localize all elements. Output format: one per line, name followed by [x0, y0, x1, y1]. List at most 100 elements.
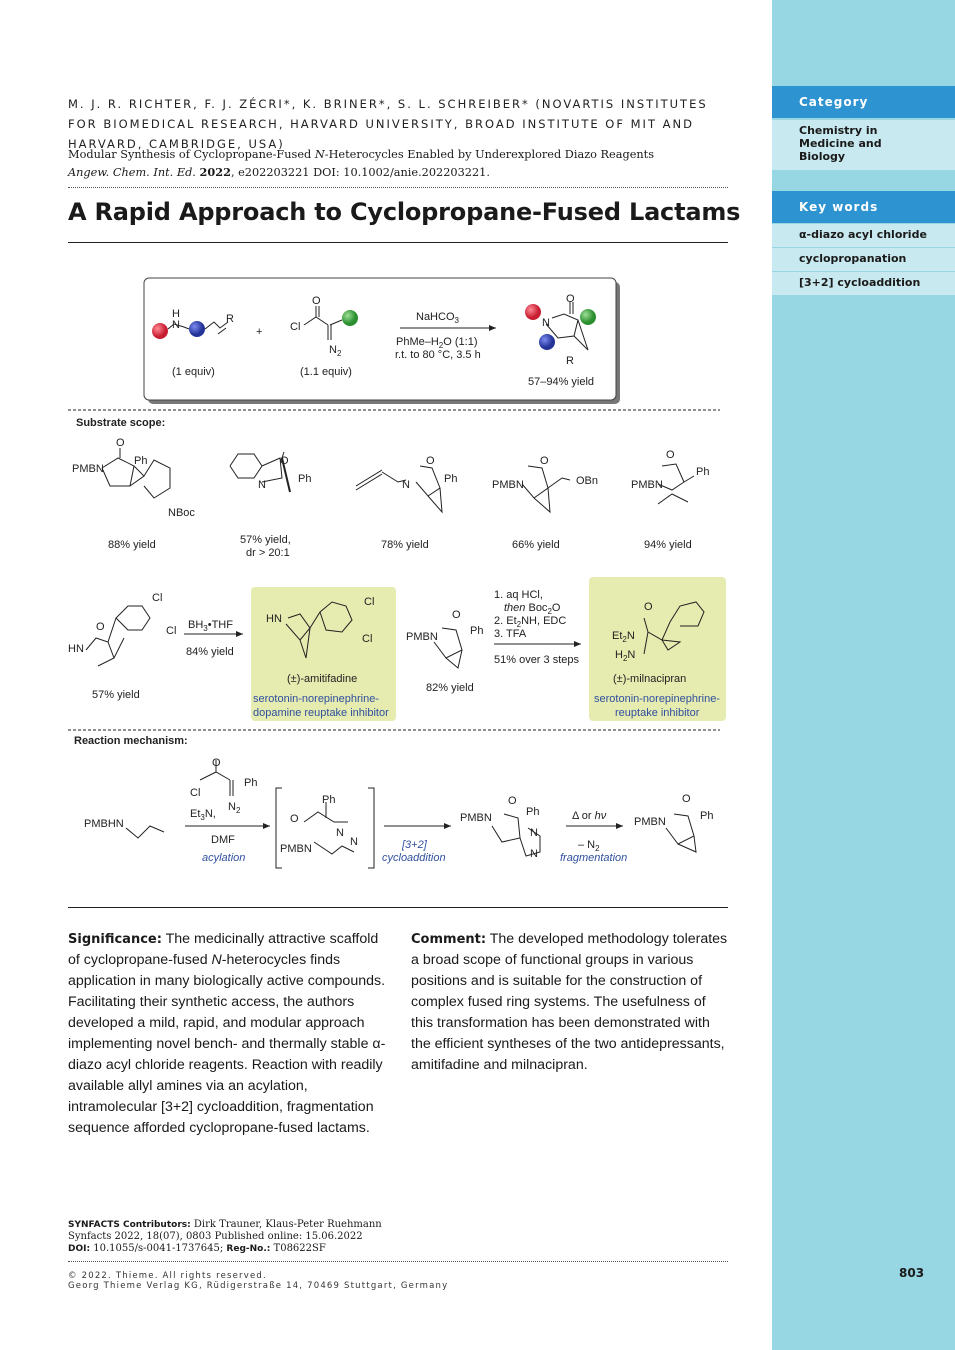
sidebar: Category Chemistry in Medicine and Biolo…: [772, 0, 955, 1350]
keyword-item: α-diazo acyl chloride: [772, 224, 955, 247]
blue-substituent-sphere: [189, 321, 205, 337]
divider: [68, 907, 728, 908]
svg-text:82% yield: 82% yield: [426, 682, 474, 694]
amitifadine-highlight: [251, 587, 396, 721]
product-3-structure: [355, 465, 443, 514]
substrate-scope-heading: Substrate scope:: [76, 417, 165, 429]
category-heading: Category: [772, 86, 955, 118]
svg-text:O: O: [644, 601, 653, 613]
svg-text:N: N: [350, 836, 358, 848]
green-substituent-sphere: [342, 310, 358, 326]
product-1-structure: [101, 448, 171, 499]
svg-text:Ph: Ph: [526, 806, 539, 818]
svg-text:fragmentation: fragmentation: [560, 852, 627, 864]
svg-text:serotonin-norepinephrine-: serotonin-norepinephrine-: [594, 693, 720, 705]
svg-text:N: N: [336, 827, 344, 839]
svg-text:Ph: Ph: [700, 810, 713, 822]
svg-text:[3+2]: [3+2]: [401, 839, 428, 851]
red-substituent-sphere: [525, 304, 541, 320]
milnacipran-name: (±)-milnacipran: [613, 673, 686, 685]
svg-text:HN: HN: [68, 643, 84, 655]
svg-text:Cl: Cl: [362, 633, 372, 645]
svg-text:serotonin-norepinephrine-: serotonin-norepinephrine-: [253, 693, 379, 705]
svg-text:O: O: [666, 449, 675, 461]
svg-text:H2N: H2N: [615, 649, 635, 663]
svg-text:N2: N2: [329, 344, 342, 358]
red-substituent-sphere: [152, 323, 168, 339]
page-title: A Rapid Approach to Cyclopropane-Fused L…: [68, 198, 741, 226]
svg-text:DMF: DMF: [211, 834, 235, 846]
svg-text:O: O: [426, 455, 435, 467]
keyword-item: [3+2] cycloaddition: [772, 272, 955, 295]
svg-text:88% yield: 88% yield: [108, 539, 156, 551]
svg-text:PMBN: PMBN: [492, 479, 524, 491]
intermediate-structure: [303, 802, 355, 855]
blue-substituent-sphere: [539, 334, 555, 350]
milnacipran-structure: [643, 601, 705, 655]
amitifadine-start-structure: [85, 605, 151, 667]
svg-text:57% yield,: 57% yield,: [240, 534, 291, 546]
significance-paragraph: Significance: The medicinally attractive…: [68, 931, 386, 1136]
svg-text:Ph: Ph: [322, 794, 335, 806]
svg-text:dopamine reuptake inhibitor: dopamine reuptake inhibitor: [253, 707, 389, 719]
svg-text:(1.1 equiv): (1.1 equiv): [300, 366, 352, 378]
divider: [68, 187, 728, 188]
svg-text:OBn: OBn: [576, 475, 598, 487]
svg-text:HN: HN: [266, 613, 282, 625]
svg-text:Cl: Cl: [290, 321, 300, 333]
svg-text:H: H: [172, 308, 180, 320]
svg-text:Ph: Ph: [298, 473, 311, 485]
svg-text:PMBHN: PMBHN: [84, 818, 124, 830]
svg-text:94% yield: 94% yield: [644, 539, 692, 551]
svg-text:BH3•THF: BH3•THF: [188, 619, 233, 633]
milnacipran-highlight: [589, 577, 726, 721]
svg-text:R: R: [226, 313, 234, 325]
svg-text:N: N: [530, 827, 538, 839]
svg-text:57–94% yield: 57–94% yield: [528, 376, 594, 388]
svg-text:3. TFA: 3. TFA: [494, 628, 527, 640]
svg-text:Δ or hν: Δ or hν: [572, 810, 607, 822]
keyword-item: cyclopropanation: [772, 248, 955, 271]
svg-text:66% yield: 66% yield: [512, 539, 560, 551]
svg-text:r.t. to 80 °C, 3.5 h: r.t. to 80 °C, 3.5 h: [395, 349, 481, 361]
bracket: [368, 787, 375, 869]
svg-text:Et3N,: Et3N,: [190, 808, 216, 822]
svg-text:Ph: Ph: [244, 777, 257, 789]
svg-text:57% yield: 57% yield: [92, 689, 140, 701]
svg-text:Cl: Cl: [190, 787, 200, 799]
svg-text:R: R: [566, 355, 574, 367]
svg-text:O: O: [96, 621, 105, 633]
svg-text:O: O: [540, 455, 549, 467]
copyright: © 2022. Thieme. All rights reserved. Geo…: [68, 1271, 449, 1291]
divider: [68, 1261, 728, 1262]
svg-text:O: O: [312, 295, 321, 307]
svg-text:PMBN: PMBN: [406, 631, 438, 643]
svg-text:PMBN: PMBN: [634, 816, 666, 828]
svg-text:N: N: [542, 317, 550, 329]
comment-paragraph: Comment: The developed methodology toler…: [411, 931, 728, 1073]
category-value: Chemistry in Medicine and Biology: [772, 120, 955, 170]
svg-text:PMBN: PMBN: [280, 843, 312, 855]
general-reaction-box: [143, 277, 617, 401]
svg-text:O: O: [280, 455, 289, 467]
svg-text:PhMe–H2O (1:1): PhMe–H2O (1:1): [396, 336, 477, 350]
svg-text:PMBN: PMBN: [460, 812, 492, 824]
svg-text:N: N: [402, 479, 410, 491]
reference-citation: Angew. Chem. Int. Ed. 2022, e202203221 D…: [68, 165, 490, 179]
lactam-product-structure: [665, 813, 697, 853]
bracket: [275, 787, 282, 869]
svg-text:Et2N: Et2N: [612, 630, 635, 644]
svg-text:NBoc: NBoc: [168, 507, 195, 519]
svg-text:N: N: [172, 319, 180, 331]
svg-text:Ph: Ph: [470, 625, 483, 637]
svg-text:O: O: [508, 795, 517, 807]
mechanism-heading: Reaction mechanism:: [74, 735, 188, 747]
reaction-scheme: H N R + Cl O N2 NaHCO3 PhMe–H2O (1:1) r.…: [68, 277, 726, 869]
svg-text:(1 equiv): (1 equiv): [172, 366, 215, 378]
scheme-labels: H N R + Cl O N2 NaHCO3 PhMe–H2O (1:1) r.…: [68, 293, 720, 864]
product-5-structure: [657, 463, 695, 505]
svg-text:Cl: Cl: [152, 592, 162, 604]
product-4-structure: [521, 465, 571, 514]
author-list: M. J. R. RICHTER, F. J. ZÉCRI*, K. BRINE…: [68, 97, 708, 151]
page-number: 803: [899, 1266, 925, 1280]
